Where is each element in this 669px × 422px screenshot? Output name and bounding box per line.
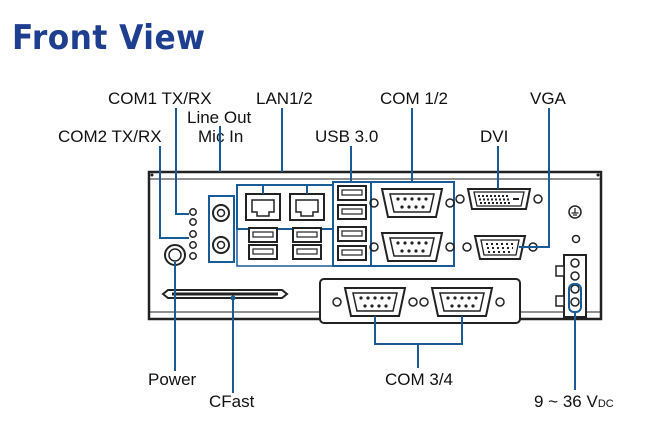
leader-com34 (374, 316, 463, 368)
page-title: Front View (12, 18, 206, 58)
leader-com1 (175, 108, 189, 215)
screw-icon (150, 173, 154, 177)
usb3-port-icon (337, 245, 367, 261)
label-power: Power (148, 370, 197, 389)
usb3-port-icon (337, 185, 367, 201)
label-vga: VGA (530, 89, 566, 108)
led-icon (189, 230, 197, 238)
leader-lan (262, 108, 308, 194)
com-led-group (189, 208, 197, 260)
label-com2-txrx: COM2 TX/RX (58, 127, 162, 146)
usb3-port-icon (337, 226, 367, 242)
label-dc-range: 9 ~ 36 V (534, 392, 598, 411)
led-icon (189, 208, 197, 216)
usb-port-icon (292, 244, 322, 260)
label-usb3: USB 3.0 (315, 127, 379, 146)
label-dc-input: 9 ~ 36 VDC (534, 393, 614, 413)
line-out-jack-icon (212, 204, 230, 222)
leader-vga (519, 108, 550, 248)
mic-in-jack-icon (212, 236, 230, 254)
usb3-port-icon (337, 204, 367, 220)
label-line-out: Line Out (187, 108, 252, 127)
screw-icon (596, 173, 600, 177)
label-com34: COM 3/4 (385, 370, 454, 389)
leader-com2 (159, 146, 189, 239)
dvi-port-icon (455, 188, 543, 210)
leader-lines (159, 108, 576, 393)
lan1-port-icon (245, 193, 281, 221)
led-icon (189, 241, 197, 249)
dc-terminal-block-icon (555, 254, 587, 318)
audio-group-frame (208, 195, 235, 263)
usb-port-icon (248, 227, 278, 243)
label-cfast: CFast (209, 392, 255, 411)
label-dvi: DVI (480, 127, 509, 146)
lan2-port-icon (289, 193, 325, 221)
label-com1-txrx: COM1 TX/RX (108, 89, 212, 108)
label-com12: COM 1/2 (380, 89, 449, 108)
usb-port-icon (248, 244, 278, 260)
cfast-slot-icon (161, 289, 289, 301)
ground-icon (568, 205, 582, 219)
led-icon (189, 218, 197, 226)
label-dc-subscript: DC (597, 398, 614, 410)
indicator-hole-icon (571, 234, 581, 244)
usb-port-icon (292, 227, 322, 243)
vga-port-icon (462, 235, 538, 260)
label-lan: LAN1/2 (256, 89, 313, 108)
led-icon (189, 252, 197, 260)
